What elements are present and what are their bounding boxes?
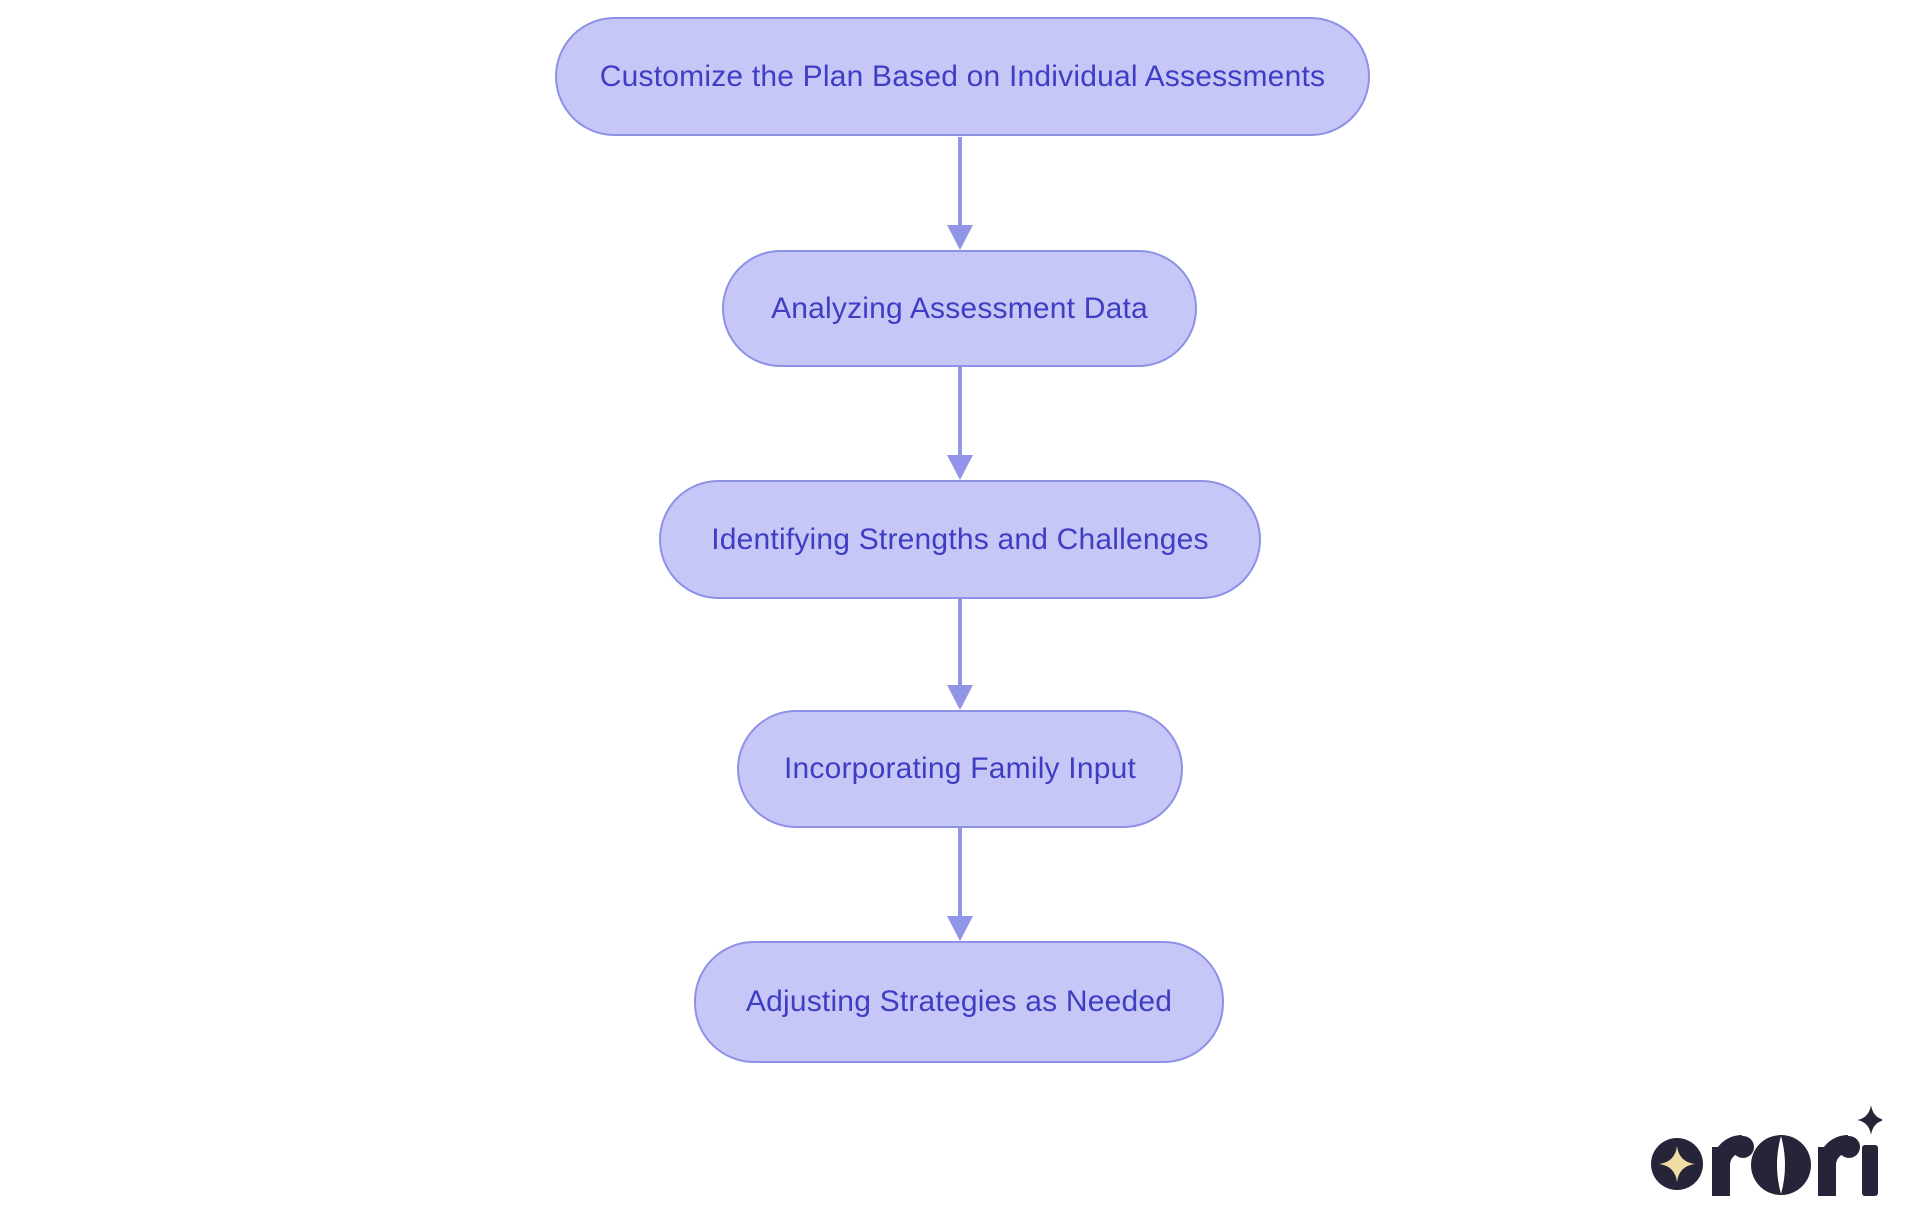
- flow-node-family-input: Incorporating Family Input: [737, 710, 1183, 828]
- arrow-line: [958, 367, 962, 455]
- rori-logo-graphic: [1651, 1105, 1882, 1196]
- flow-node-label: Incorporating Family Input: [783, 752, 1137, 785]
- rori-logo: [1650, 1103, 1882, 1199]
- arrow-line: [958, 599, 962, 685]
- flow-node-adjusting-strategies: Adjusting Strategies as Needed: [694, 941, 1224, 1063]
- flow-node-analyzing-data: Analyzing Assessment Data: [722, 250, 1197, 367]
- down-arrow: [947, 137, 973, 250]
- arrow-head-icon: [947, 916, 973, 941]
- flow-node-label: Adjusting Strategies as Needed: [745, 985, 1173, 1018]
- logo-wordmark: [1712, 1105, 1882, 1196]
- flow-node-label: Customize the Plan Based on Individual A…: [599, 59, 1326, 93]
- arrow-line: [958, 137, 962, 225]
- down-arrow: [947, 599, 973, 710]
- logo-sparkle-badge-icon: [1651, 1138, 1703, 1190]
- flow-node-label: Identifying Strengths and Challenges: [711, 522, 1209, 556]
- down-arrow: [947, 828, 973, 941]
- arrow-head-icon: [947, 225, 973, 250]
- arrow-line: [958, 828, 962, 916]
- flow-node-customize-plan: Customize the Plan Based on Individual A…: [555, 17, 1370, 136]
- flow-node-identifying-strengths: Identifying Strengths and Challenges: [659, 480, 1261, 599]
- down-arrow: [947, 367, 973, 480]
- flow-node-label: Analyzing Assessment Data: [771, 291, 1148, 325]
- arrow-head-icon: [947, 455, 973, 480]
- logo-sparkle-icon: [1857, 1105, 1882, 1135]
- arrow-head-icon: [947, 685, 973, 710]
